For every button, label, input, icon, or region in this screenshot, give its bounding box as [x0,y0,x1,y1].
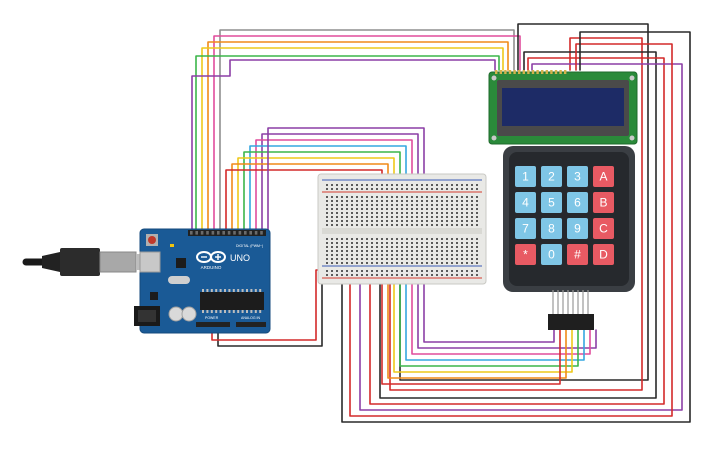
usb-port [139,251,161,273]
wire-lcd-6[interactable] [191,59,496,233]
wire-lcd-5[interactable] [195,55,500,233]
wire-lcd-12[interactable] [349,43,673,417]
analog-header-label: ANALOG IN [241,316,261,320]
wire-lcd-2[interactable] [213,35,521,233]
wire-lcd-8[interactable] [389,37,643,391]
key-2[interactable]: 2 [541,166,562,187]
keypad-keys: 1 2 3 A 4 5 6 B 7 8 9 C * 0 # D [515,166,614,265]
key-label: * [523,248,528,262]
key-D[interactable]: D [593,244,614,265]
arduino-uno[interactable]: ARDUINO UNO DIGITAL (PWM~) POWER ANALOG … [134,228,271,334]
key-4[interactable]: 4 [515,192,536,213]
digital-pin-header [190,231,263,235]
key-label: D [599,248,608,262]
key-7[interactable]: 7 [515,218,536,239]
lcd-pin-header [495,70,567,74]
wire-lcd-11[interactable] [359,63,683,411]
key-1[interactable]: 1 [515,166,536,187]
key-0[interactable]: 0 [541,244,562,265]
breadboard-holes [326,184,478,276]
wire-lcd-9[interactable] [379,51,657,399]
key-label: 4 [522,196,529,210]
wire-lcd-3[interactable] [207,41,509,233]
breadboard[interactable] [317,173,487,285]
key-label: 7 [522,222,529,236]
key-A[interactable]: A [593,166,614,187]
microcontroller-chip [200,292,264,310]
wire-lcd-10[interactable] [369,57,665,405]
key-3[interactable]: 3 [567,166,588,187]
key-label: 3 [574,170,581,184]
wire-lcd-13[interactable] [341,31,691,423]
digital-header-label: DIGITAL (PWM~) [236,244,263,248]
key-label: B [599,196,607,210]
board-model-label: UNO [230,253,250,263]
lcd-display[interactable] [488,70,638,145]
keypad-ribbon [552,290,589,316]
reset-button[interactable] [148,236,156,244]
key-label: 1 [522,170,529,184]
keypad[interactable]: 1 2 3 A 4 5 6 B 7 8 9 C * 0 # D [503,146,635,330]
lcd-screen [502,88,624,126]
key-#[interactable]: # [567,244,588,265]
key-label: C [599,222,608,236]
key-label: A [599,170,607,184]
usb-cable [22,248,144,276]
key-6[interactable]: 6 [567,192,588,213]
key-*[interactable]: * [515,244,536,265]
wire-lcd-4[interactable] [201,47,504,233]
keypad-connector [548,314,594,330]
key-8[interactable]: 8 [541,218,562,239]
key-label: 0 [548,248,555,262]
arduino-logo-text: ARDUINO [201,265,222,270]
key-9[interactable]: 9 [567,218,588,239]
key-label: 2 [548,170,555,184]
key-5[interactable]: 5 [541,192,562,213]
key-label: 5 [548,196,555,210]
key-C[interactable]: C [593,218,614,239]
arduino-logo-icon [196,251,226,263]
wire-lcd-1[interactable] [219,29,515,233]
key-label: # [574,248,581,262]
key-label: 9 [574,222,581,236]
power-header-label: POWER [205,316,219,320]
key-label: 6 [574,196,581,210]
key-B[interactable]: B [593,192,614,213]
lcd-wire-bundle [191,23,691,423]
key-label: 8 [548,222,555,236]
